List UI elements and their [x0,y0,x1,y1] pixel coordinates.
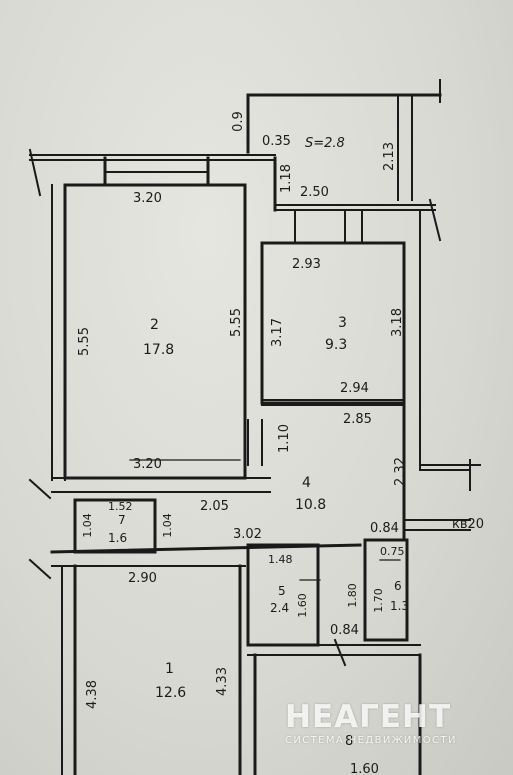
room-2-dim: 3.20 [133,457,162,472]
room-2-dim: 3.20 [133,191,162,206]
room-3-dim: 3.18 [389,308,405,337]
room-4-number: 4 [302,475,311,491]
bottom-dim: 1.60 [350,762,379,775]
room-6-dim: 1.80 [345,583,359,608]
room-3-dim: 2.94 [340,381,369,396]
room-6-area: 1.3 [390,599,410,613]
dimension-line [299,559,401,581]
room-5-dim: 1.60 [295,593,309,618]
room-5-number: 5 [278,584,286,598]
balcony-wall [397,94,413,201]
entrance [403,519,471,531]
room-7-dim: 1.04 [80,513,94,538]
room-6-outline [363,538,409,642]
room-7-number: 7 [118,513,126,527]
room-1-dim: 4.33 [214,667,230,696]
balcony-dim-label: 2.50 [300,185,329,200]
room-3-dim: 3.17 [269,318,285,347]
door [294,209,363,244]
corridor-dim: 0.84 [370,521,399,536]
balcony-dim-label: 1.18 [278,164,294,193]
door-dim: 0.84 [330,623,359,638]
wall-break-mark [28,558,52,580]
room-1-outline [73,564,242,775]
room-2-number: 2 [150,317,159,333]
balcony-dim-label: 0.9 [230,111,246,132]
balcony-dim-label: 0.35 [262,134,291,149]
room-2-dim: 5.55 [76,327,92,356]
room-7-area: 1.6 [108,531,128,545]
room-4-dim: 2.05 [200,499,229,514]
corridor-dim: 3.02 [233,527,262,542]
room-5-area: 2.4 [270,601,290,615]
wall-break-mark [428,198,442,242]
wall-break-mark [333,638,347,667]
door [247,419,263,466]
room-1-number: 1 [165,661,174,677]
room-4-area: 10.8 [295,497,327,513]
room-6-dim: 0.75 [380,545,405,558]
balcony-dim-label: 2.13 [381,142,397,171]
room-3-area: 9.3 [325,337,348,353]
room-7-dim: 1.52 [108,500,133,513]
room-1-area: 12.6 [155,685,187,701]
room-2-dim: 5.55 [228,308,244,337]
wall [247,644,421,656]
apartment-label: кв20 [452,517,485,532]
room-1-dim: 2.90 [128,571,157,586]
room-6-dim: 1.70 [371,588,385,613]
wall-break-mark [28,478,52,500]
room-2-area: 17.8 [143,342,175,358]
room-4-dim: 2.85 [343,412,372,427]
balcony-area-label: S=2.8 [305,136,345,151]
room-3-number: 3 [338,315,347,331]
wall-break-mark [28,148,42,197]
wall [51,477,271,493]
room-4-dim: 1.10 [276,424,292,453]
watermark-tagline: СИСТЕМА НЕДВИЖИМОСТИ [285,735,457,746]
outer-wall [419,209,471,471]
watermark-brand: НЕАГЕНТ [285,699,452,735]
watermark: НЕАГЕНТ СИСТЕМА НЕДВИЖИМОСТИ [285,699,485,747]
room-7-dim: 1.04 [160,513,174,538]
room-6-number: 6 [394,579,402,593]
outer-wall [51,184,66,481]
outer-wall [274,204,436,211]
room-8-number-fragment: 8 [345,734,354,749]
room-3-dim: 2.93 [292,257,321,272]
room-4-dim: 2.32 [392,457,408,486]
room-5-dim: 1.48 [268,553,293,566]
room-1-dim: 4.38 [84,680,100,709]
outer-wall [29,154,276,161]
